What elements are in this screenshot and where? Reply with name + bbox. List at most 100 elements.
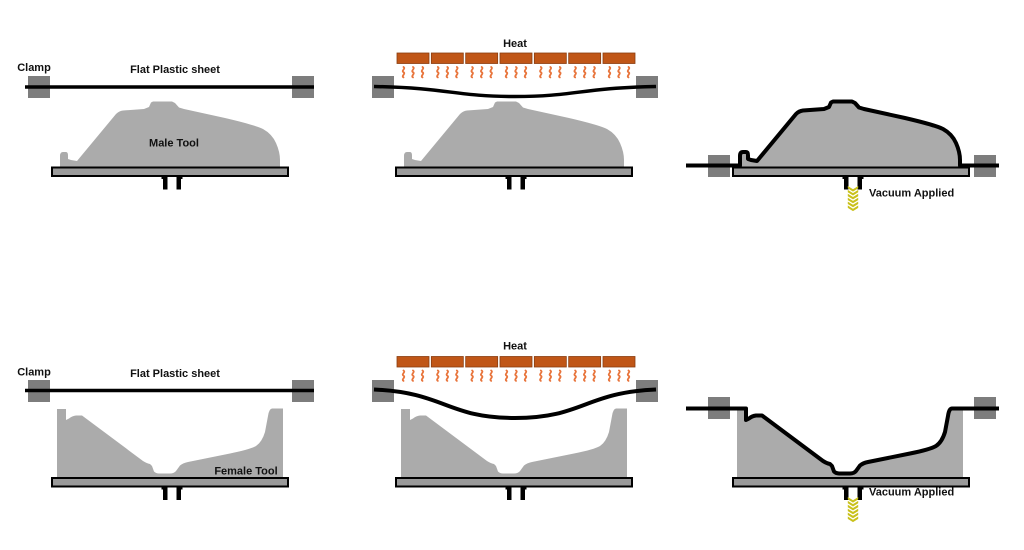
tool-base-plate [51,477,289,488]
heat-wave-icon [607,66,612,79]
heat-wave-icon [504,369,509,382]
vacuum-arrow-icon [847,497,859,503]
heater-block [430,52,464,64]
heat-wave-icon [480,66,484,79]
heat-wave-icon [489,369,493,382]
heat-wave-icon [411,66,415,79]
panel-male-clamped: Clamp Flat Plastic sheet Male Tool [17,62,314,190]
heat-wave-icon [436,66,440,79]
heat-wave-icon [558,369,562,382]
heat-wave-icon [583,66,587,79]
female-tool-label: Female Tool [214,466,277,478]
heater-block [568,356,602,368]
heat-wave-icon [583,369,587,382]
heat-wave-icon [626,66,631,79]
male-tool-shape [60,101,280,168]
heat-wave-icon [617,66,621,79]
tool-base-plate [51,166,289,177]
vacuum-arrow-icon [847,504,859,511]
heat-wave-icon [539,369,543,382]
heat-label: Heat [503,341,527,353]
heater-block [465,356,499,368]
tool-base-plate [732,477,970,488]
heat-wave-icon [626,369,631,382]
tool-base-plate [395,166,633,177]
vacuum-ports [842,176,864,190]
heater-block [430,356,464,368]
panel-male-heated: Heat [372,38,658,190]
heat-wave-icon [514,66,518,79]
heat-wave-icon [411,369,415,382]
male-tool-label: Male Tool [149,138,199,150]
heat-wave-icon [573,66,577,79]
heater-block [499,356,533,368]
formed-sheet [686,99,999,168]
vacuum-arrow-icon [847,205,859,212]
panel-female-clamped: Clamp Flat Plastic sheet Female Tool [17,367,314,500]
heat-wave-icon [436,369,440,382]
heat-wave-icon [573,369,577,382]
vacuum-arrow-icon [847,516,859,523]
heat-wave-icon [445,369,449,382]
heat-wave-icon [514,369,518,382]
heat-wave-icon [455,66,459,79]
vacuum-ports [161,176,183,190]
heat-wave-icon [445,66,449,79]
vacuum-applied-label: Vacuum Applied [869,487,954,499]
heat-wave-icon [480,369,484,382]
heat-wave-icon [548,369,552,382]
tool-base-plate [732,166,970,177]
heater-block [499,52,533,64]
heater-block [568,52,602,64]
vacuum-arrow-icon [847,197,859,204]
heat-wave-icon [548,66,552,79]
male-tool-shape [404,101,624,168]
heater-block [602,356,636,368]
clamp-label: Clamp [17,62,51,74]
vacuum-arrows [847,497,859,523]
vacuum-arrow-icon [847,186,859,192]
vacuum-ports [505,176,527,190]
heater-bank [396,356,636,382]
panel-male-vacuum: Vacuum Applied [686,99,999,212]
vacuum-ports [842,486,864,500]
heat-wave-icon [455,369,459,382]
heat-wave-icon [401,66,406,79]
vacuum-arrow-icon [847,189,859,196]
vacuum-arrow-icon [847,500,859,507]
vacuum-arrow-icon [847,508,859,515]
heater-block [396,356,430,368]
heat-wave-icon [523,66,528,79]
flat-plastic-sheet-label: Flat Plastic sheet [130,368,220,380]
vacuum-arrow-icon [847,193,859,200]
heater-block [396,52,430,64]
vacuum-ports [505,486,527,500]
heat-label: Heat [503,38,527,50]
heat-wave-icon [607,369,612,382]
vacuum-arrow-icon [847,201,859,208]
panel-female-vacuum: Vacuum Applied [686,397,999,523]
male-tool-shape [740,101,960,168]
flat-plastic-sheet-label: Flat Plastic sheet [130,64,220,76]
panel-female-heated: Heat [372,341,658,500]
heater-block [602,52,636,64]
heat-wave-icon [539,66,543,79]
vacuum-applied-label: Vacuum Applied [869,188,954,200]
tool-base-plate [395,477,633,488]
heat-wave-icon [504,66,509,79]
heat-wave-icon [523,369,528,382]
vacuum-ports [161,486,183,500]
heater-block [533,52,567,64]
heat-wave-icon [592,369,596,382]
heat-wave-icon [558,66,562,79]
heat-wave-icon [592,66,596,79]
formed-sheet [686,406,999,476]
heater-block [533,356,567,368]
vacuum-arrow-icon [847,512,859,519]
female-tool-shape [737,408,963,478]
heat-wave-icon [470,369,474,382]
heat-wave-icon [617,369,621,382]
heater-block [465,52,499,64]
